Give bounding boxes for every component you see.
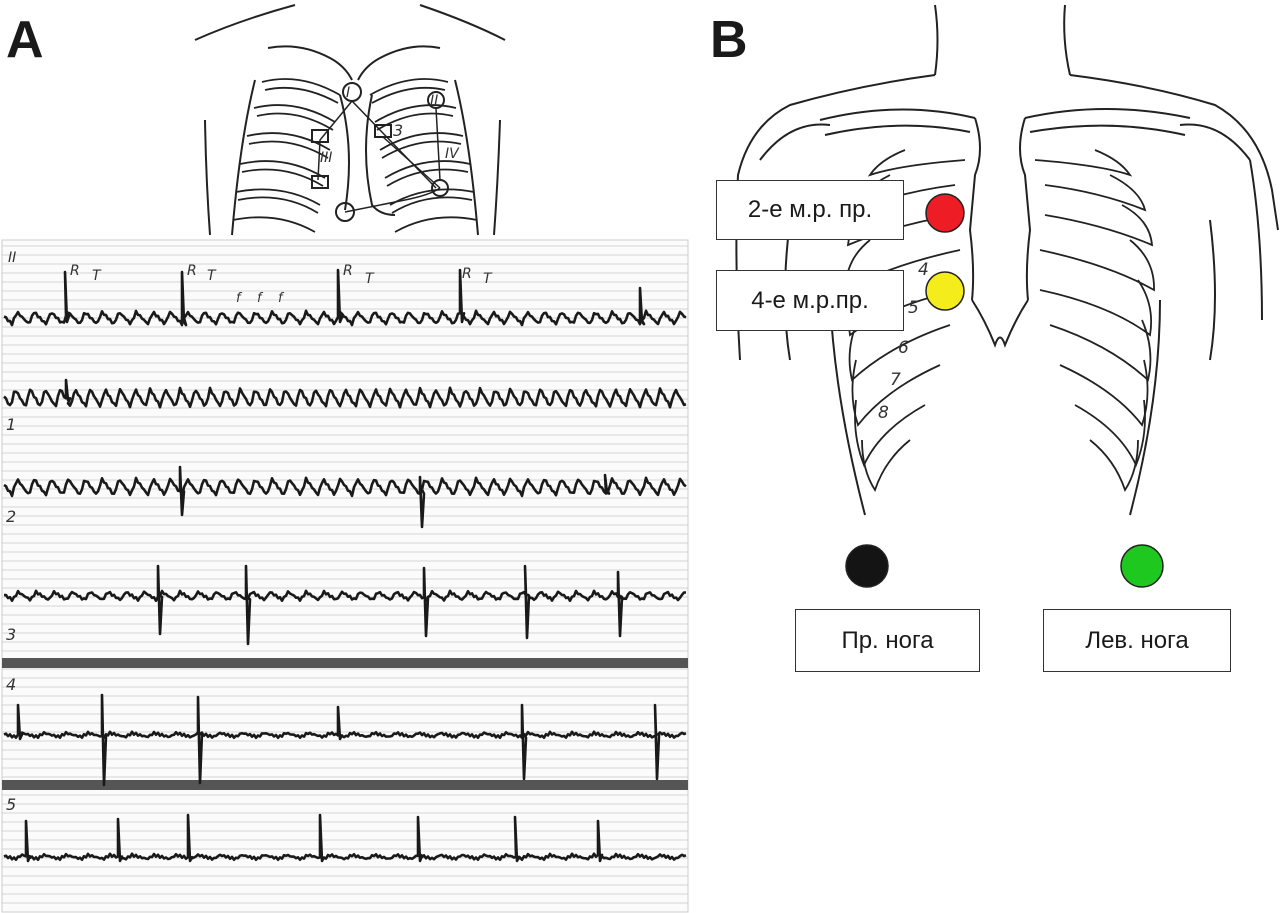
ecg-paper xyxy=(1,239,689,913)
lead-mark-4: 4 xyxy=(6,675,16,694)
ecg-trace xyxy=(3,693,687,787)
electrode-mark-3: III xyxy=(320,150,332,166)
wave-mark-t: T xyxy=(365,271,375,287)
ecg-wave-marks: R T R T R T R T f f f xyxy=(70,263,493,306)
flutter-mark-f: f xyxy=(257,291,264,306)
ecg-lead-marks: II 1 2 3 4 5 xyxy=(6,250,16,814)
rib-number: 6 xyxy=(898,338,909,358)
wave-mark-r: R xyxy=(70,263,80,279)
wave-mark-t: T xyxy=(92,268,102,284)
wave-mark-t: T xyxy=(483,271,493,287)
panel-b-letter: B xyxy=(710,11,748,69)
ecg-trace xyxy=(3,268,687,327)
label-left-leg: Лев. нога xyxy=(1043,609,1231,672)
flutter-mark-f: f xyxy=(236,291,243,306)
label-right-2nd-intercostal: 2-е м.р. пр. xyxy=(716,180,904,240)
red-electrode xyxy=(925,193,965,233)
ecg-timing-band xyxy=(2,658,688,668)
electrodes xyxy=(845,193,1164,588)
wave-mark-r: R xyxy=(343,263,353,279)
ecg-trace xyxy=(3,564,686,646)
wave-mark-r: R xyxy=(462,266,472,282)
wave-mark-r: R xyxy=(187,263,197,279)
panel-a-electrode-marks: I II III IV 3 xyxy=(320,85,460,166)
ecg-trace xyxy=(3,378,687,409)
electrode-mark-1: I xyxy=(346,85,350,101)
yellow-electrode xyxy=(925,271,965,311)
black-electrode xyxy=(845,544,889,588)
lead-mark-3: 3 xyxy=(6,625,16,644)
lead-mark-5: 5 xyxy=(6,795,16,814)
green-electrode xyxy=(1120,544,1164,588)
wave-mark-t: T xyxy=(207,268,217,284)
rib-number: 4 xyxy=(918,260,929,280)
panel-a-letter: A xyxy=(6,11,44,69)
lead-mark-2: 2 xyxy=(6,507,16,526)
panel-b-chest-drawing xyxy=(735,4,1279,516)
rib-number: 7 xyxy=(890,370,901,390)
label-right-leg: Пр. нога xyxy=(795,609,980,672)
panel-a-chest-sketch xyxy=(194,4,506,236)
rib-numbers: 4 5 6 7 8 xyxy=(878,260,929,423)
electrode-mark-5: 3 xyxy=(393,121,403,140)
ecg-timing-band xyxy=(2,780,688,790)
ecg-trace xyxy=(3,465,687,529)
rib-number: 5 xyxy=(908,298,919,318)
flutter-mark-f: f xyxy=(278,291,285,306)
electrode-mark-4: IV xyxy=(445,146,460,162)
lead-mark-1: 1 xyxy=(6,415,16,434)
lead-mark-II: II xyxy=(8,250,16,266)
ecg-trace xyxy=(3,813,687,863)
label-right-4th-intercostal: 4-е м.р.пр. xyxy=(716,270,904,331)
electrode-mark-2: II xyxy=(430,93,438,109)
rib-number: 8 xyxy=(878,403,889,423)
